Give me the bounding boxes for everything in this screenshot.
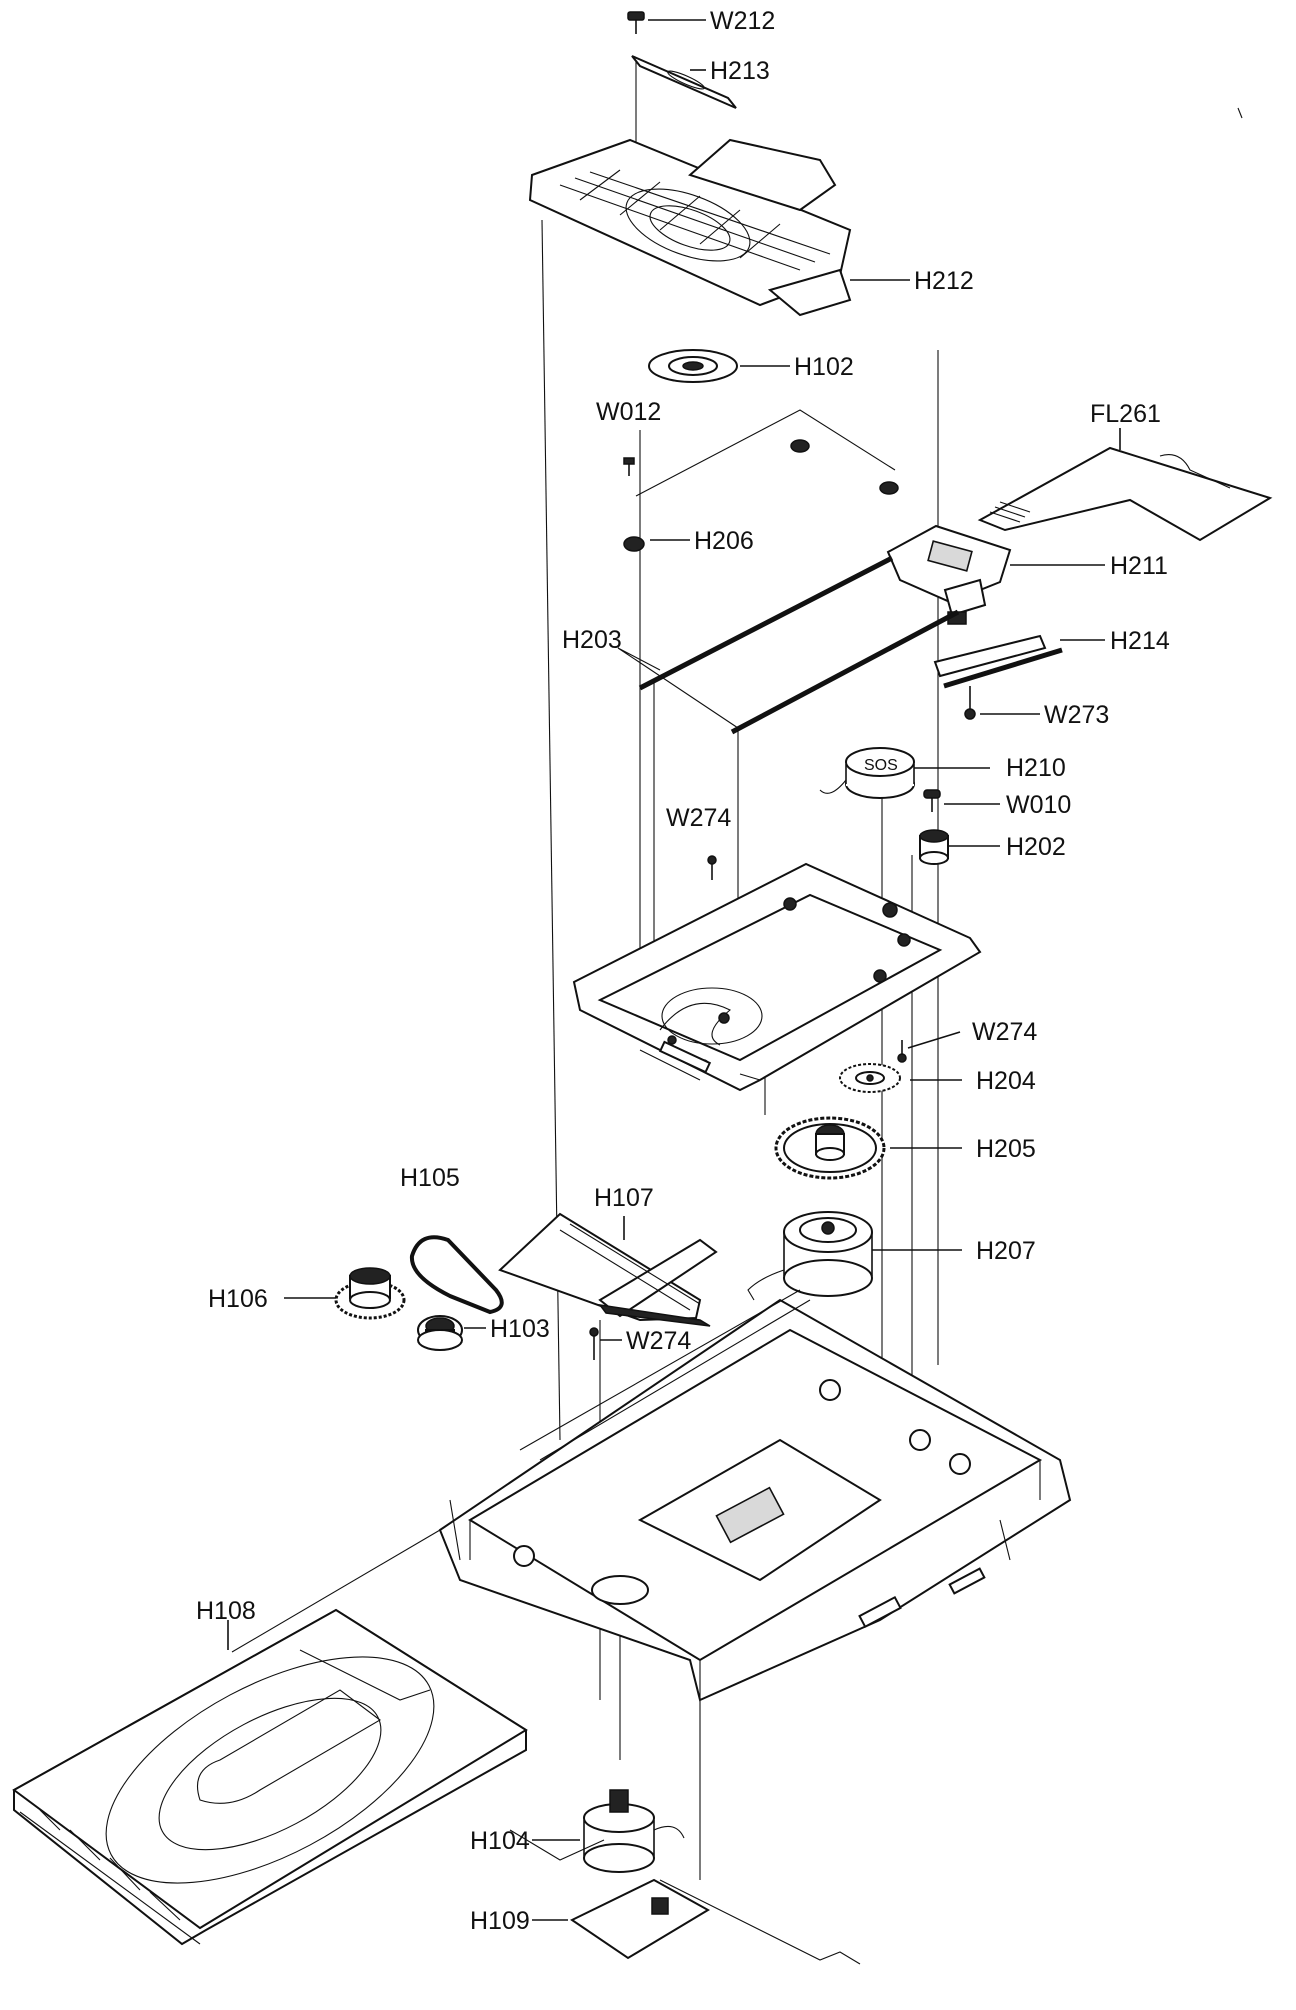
label-h205: H205 [976,1135,1036,1163]
label-h106: H106 [208,1285,268,1313]
label-h202: H202 [1006,833,1066,861]
screw-w274-right [897,1040,907,1063]
label-w010: W010 [1006,791,1071,819]
stray-mark [1237,107,1243,119]
screw-w274-upper [707,855,717,880]
gear-h202 [919,829,949,865]
clamp-h102 [648,349,738,383]
label-w274-upper: W274 [666,804,731,832]
screw-w273 [964,686,976,720]
main-chassis [438,1289,1072,1702]
screw-w274-lower [589,1327,599,1360]
gear-h205 [774,1116,886,1180]
damper-mounts [623,439,899,552]
rack-h214 [933,634,1063,689]
pickup-h211 [886,524,1012,625]
label-h210: H210 [1006,754,1066,782]
label-h214: H214 [1110,627,1170,655]
label-h105: H105 [400,1164,460,1192]
label-w274-right: W274 [972,1018,1037,1046]
label-w012: W012 [596,398,661,426]
label-w212: W212 [710,7,775,35]
screw-w010 [923,789,941,812]
label-h108: H108 [196,1597,256,1625]
ribbon-cable-fl261 [977,446,1273,542]
label-h207: H207 [976,1237,1036,1265]
belt-h105 [409,1235,504,1315]
slide-rack-h107 [498,1212,718,1327]
label-h213: H213 [710,57,770,85]
label-h103: H103 [490,1315,550,1343]
label-w273: W273 [1044,701,1109,729]
label-h102: H102 [794,353,854,381]
spindle-motor-h207 [747,1211,873,1301]
cover-h212 [528,138,852,317]
label-w274-lower: W274 [626,1327,691,1355]
label-h206: H206 [694,527,754,555]
guide-shafts-h203 [638,555,960,735]
label-h211: H211 [1110,552,1168,580]
gear-h204 [839,1063,901,1093]
sled-motor-h210: SOS [819,747,915,799]
gear-h106 [334,1267,406,1320]
label-h212: H212 [914,267,974,295]
svg-text:SOS: SOS [864,757,898,774]
bracket-h213 [631,55,737,109]
part-labels: W212 H213 H212 H102 W012 FL261 H206 H211… [196,7,1170,1935]
label-fl261: FL261 [1090,400,1161,428]
label-h203: H203 [562,626,622,654]
pulley-h103 [417,1315,463,1351]
label-h204: H204 [976,1067,1036,1095]
label-h107: H107 [594,1184,654,1212]
switch-pcb-h109 [509,1829,861,1965]
label-h104: H104 [470,1827,530,1855]
disc-tray-h108 [12,1608,528,1946]
screw-w012 [623,457,635,476]
label-h109: H109 [470,1907,530,1935]
screw-w212 [627,11,645,34]
traverse-frame [572,862,982,1092]
loading-motor-h104 [583,1789,685,1873]
